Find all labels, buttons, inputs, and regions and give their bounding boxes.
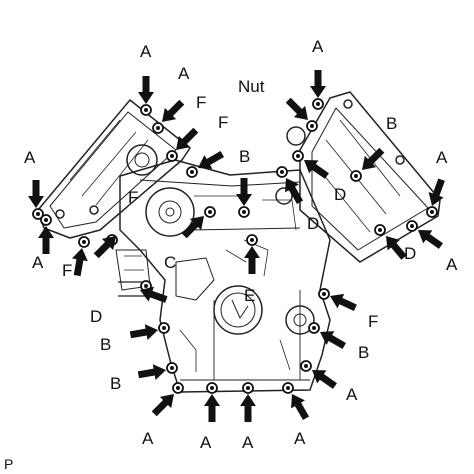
bolt bbox=[166, 362, 178, 374]
label-f: F bbox=[62, 261, 72, 280]
label-b: B bbox=[358, 343, 369, 362]
bolt bbox=[152, 122, 164, 134]
label-a: A bbox=[446, 255, 458, 274]
bolt bbox=[292, 150, 304, 162]
callout-labels: A A F F B A A F F D B B A A A A A B F C … bbox=[24, 37, 458, 452]
bolt bbox=[158, 322, 170, 334]
pointer-arrow bbox=[356, 144, 388, 176]
pointer-arrow bbox=[285, 390, 313, 423]
bolt bbox=[78, 236, 90, 248]
bolt bbox=[172, 382, 184, 394]
pointer-arrow bbox=[326, 288, 359, 316]
pointer-arrow bbox=[424, 176, 450, 209]
label-d: D bbox=[404, 244, 416, 263]
bolt bbox=[426, 206, 438, 218]
label-b: B bbox=[100, 335, 111, 354]
label-a: A bbox=[436, 148, 448, 167]
label-b: B bbox=[110, 374, 121, 393]
bolt bbox=[308, 322, 320, 334]
label-d: D bbox=[334, 185, 346, 204]
bolt bbox=[300, 360, 312, 372]
bolt bbox=[374, 224, 386, 236]
bolt bbox=[306, 120, 318, 132]
bolt bbox=[406, 220, 418, 232]
pointer-arrow bbox=[316, 325, 349, 353]
bolt bbox=[166, 150, 178, 162]
pointer-arrow bbox=[194, 147, 227, 175]
figure-code: P bbox=[4, 456, 13, 472]
label-b: B bbox=[239, 147, 250, 166]
bolt bbox=[282, 382, 294, 394]
bolt bbox=[206, 382, 218, 394]
bolt bbox=[238, 206, 250, 218]
label-f: F bbox=[218, 113, 228, 132]
label-e: E bbox=[244, 286, 255, 305]
engine-outline bbox=[37, 91, 441, 393]
label-a: A bbox=[142, 429, 154, 448]
bolt bbox=[350, 170, 362, 182]
pointer-arrow bbox=[310, 70, 326, 98]
bolt bbox=[140, 104, 152, 116]
label-a: A bbox=[32, 253, 44, 272]
bolt bbox=[204, 206, 216, 218]
label-f: F bbox=[368, 312, 378, 331]
bolt bbox=[276, 166, 288, 178]
pointer-arrow bbox=[138, 76, 154, 104]
label-f: F bbox=[128, 188, 138, 207]
label-nut: Nut bbox=[238, 77, 265, 96]
bolt bbox=[246, 234, 258, 246]
label-f: F bbox=[196, 93, 206, 112]
label-b: B bbox=[386, 114, 397, 133]
label-a: A bbox=[242, 433, 254, 452]
pointer-arrow bbox=[204, 394, 220, 422]
pointer-arrow bbox=[236, 178, 252, 206]
label-a: A bbox=[294, 429, 306, 448]
pointer-arrow bbox=[244, 246, 260, 274]
bolt bbox=[242, 382, 254, 394]
label-c: C bbox=[164, 253, 176, 272]
pointer-arrow bbox=[307, 363, 340, 393]
label-d: D bbox=[307, 214, 319, 233]
bolt bbox=[186, 166, 198, 178]
pointer-arrow bbox=[279, 174, 307, 207]
label-a: A bbox=[178, 64, 190, 83]
pointer-arrow bbox=[129, 322, 160, 343]
label-a: A bbox=[24, 148, 36, 167]
bolt bbox=[318, 288, 330, 300]
pointer-arrow bbox=[240, 394, 256, 422]
bolt bbox=[40, 214, 52, 226]
label-a: A bbox=[346, 385, 358, 404]
bolt bbox=[312, 98, 324, 110]
label-a: A bbox=[312, 37, 324, 56]
label-d: D bbox=[90, 307, 102, 326]
label-a: A bbox=[140, 42, 152, 61]
pointer-arrow bbox=[28, 180, 44, 208]
label-a: A bbox=[200, 433, 212, 452]
pointer-arrow bbox=[137, 362, 168, 383]
